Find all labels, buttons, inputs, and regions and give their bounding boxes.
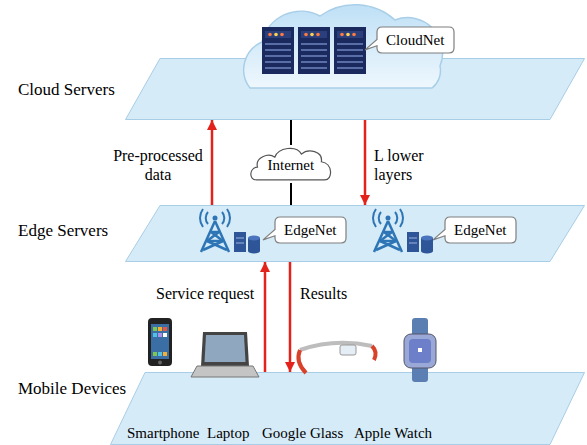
flow-arrow	[364, 120, 367, 205]
google-glass-icon	[372, 346, 376, 360]
edge-label-box: Service request	[156, 284, 254, 303]
smartphone-icon	[153, 352, 157, 356]
flow-arrow	[289, 262, 292, 372]
callout-box: CloudNet	[377, 27, 454, 53]
google-glass-icon	[298, 343, 375, 373]
apple-watch-icon	[409, 339, 431, 363]
plane-outline	[111, 373, 585, 445]
device-label-box: Apple Watch	[354, 424, 432, 442]
edge-label: Results	[300, 284, 347, 303]
smartphone-icon	[158, 327, 162, 331]
layer-heading: Mobile Devices	[18, 379, 126, 399]
device-label-box: Laptop	[207, 424, 250, 442]
smartphone-icon	[158, 333, 162, 337]
device-label: Smartphone	[127, 424, 200, 442]
smartphone-icon	[163, 333, 167, 337]
google-glass-icon	[300, 343, 372, 350]
edge-tower	[200, 209, 433, 254]
flow-arrow	[264, 262, 267, 372]
flow-arrow	[211, 120, 214, 205]
smartphone-icon	[153, 327, 157, 331]
laptop-icon	[201, 332, 249, 366]
edge-label-box: L lower layers	[374, 146, 436, 184]
layer-heading: Cloud Servers	[18, 80, 115, 100]
edge-label: Pre-processed data	[108, 146, 208, 184]
node-label: EdgeNet	[284, 221, 336, 239]
device-label: Apple Watch	[354, 424, 432, 442]
node-label: CloudNet	[386, 31, 444, 49]
cloud-outline	[250, 148, 330, 180]
internet-cloud: Internet	[250, 145, 333, 183]
callout-outline	[433, 217, 516, 243]
callout-box: EdgeNet	[275, 217, 346, 243]
edge-label: Service request	[156, 284, 254, 303]
edge-label-box: Results	[300, 284, 347, 303]
smartphone-icon	[163, 327, 167, 331]
plane-outline	[126, 206, 585, 262]
laptop-icon	[191, 366, 259, 377]
smartphone-icon	[163, 352, 167, 356]
callout-outline	[263, 217, 346, 243]
server-racks	[262, 27, 294, 74]
edge-tower	[373, 209, 433, 254]
edge-label: L lower layers	[374, 146, 436, 184]
layer-heading: Edge Servers	[18, 221, 108, 241]
smartphone-icon	[158, 352, 162, 356]
smartphone-icon	[148, 318, 172, 366]
smartphone-icon	[148, 318, 172, 366]
apple-watch-icon	[418, 348, 422, 352]
smartphone-icon	[153, 333, 157, 337]
apple-watch-icon	[404, 334, 436, 368]
server-racks	[334, 27, 366, 74]
google-glass-icon	[340, 345, 356, 355]
link-line	[290, 120, 292, 145]
device-label: Google Glass	[262, 424, 343, 442]
google-glass-icon	[298, 350, 306, 373]
callout-box: EdgeNet	[445, 217, 516, 243]
smartphone-icon	[151, 324, 169, 359]
server-racks	[262, 27, 366, 74]
layer-plane: Edge ServersEdgeNetEdgeNet	[125, 205, 585, 262]
cloud-icon	[244, 5, 443, 88]
apple-watch-icon	[404, 318, 436, 382]
smartphone-icon	[158, 361, 162, 365]
cloud-icon	[244, 5, 443, 88]
edge-label-box: Pre-processed data	[108, 146, 208, 184]
laptop-icon	[191, 332, 259, 377]
device-label: Laptop	[207, 424, 250, 442]
server-racks	[298, 27, 330, 74]
node-label: Internet	[268, 156, 315, 174]
laptop-icon	[205, 335, 246, 362]
node-label: EdgeNet	[454, 221, 506, 239]
link-line	[290, 183, 292, 205]
device-label-box: Smartphone	[127, 424, 200, 442]
callout-outline	[365, 27, 454, 53]
device-label-box: Google Glass	[262, 424, 343, 442]
edge-tower	[200, 209, 260, 254]
